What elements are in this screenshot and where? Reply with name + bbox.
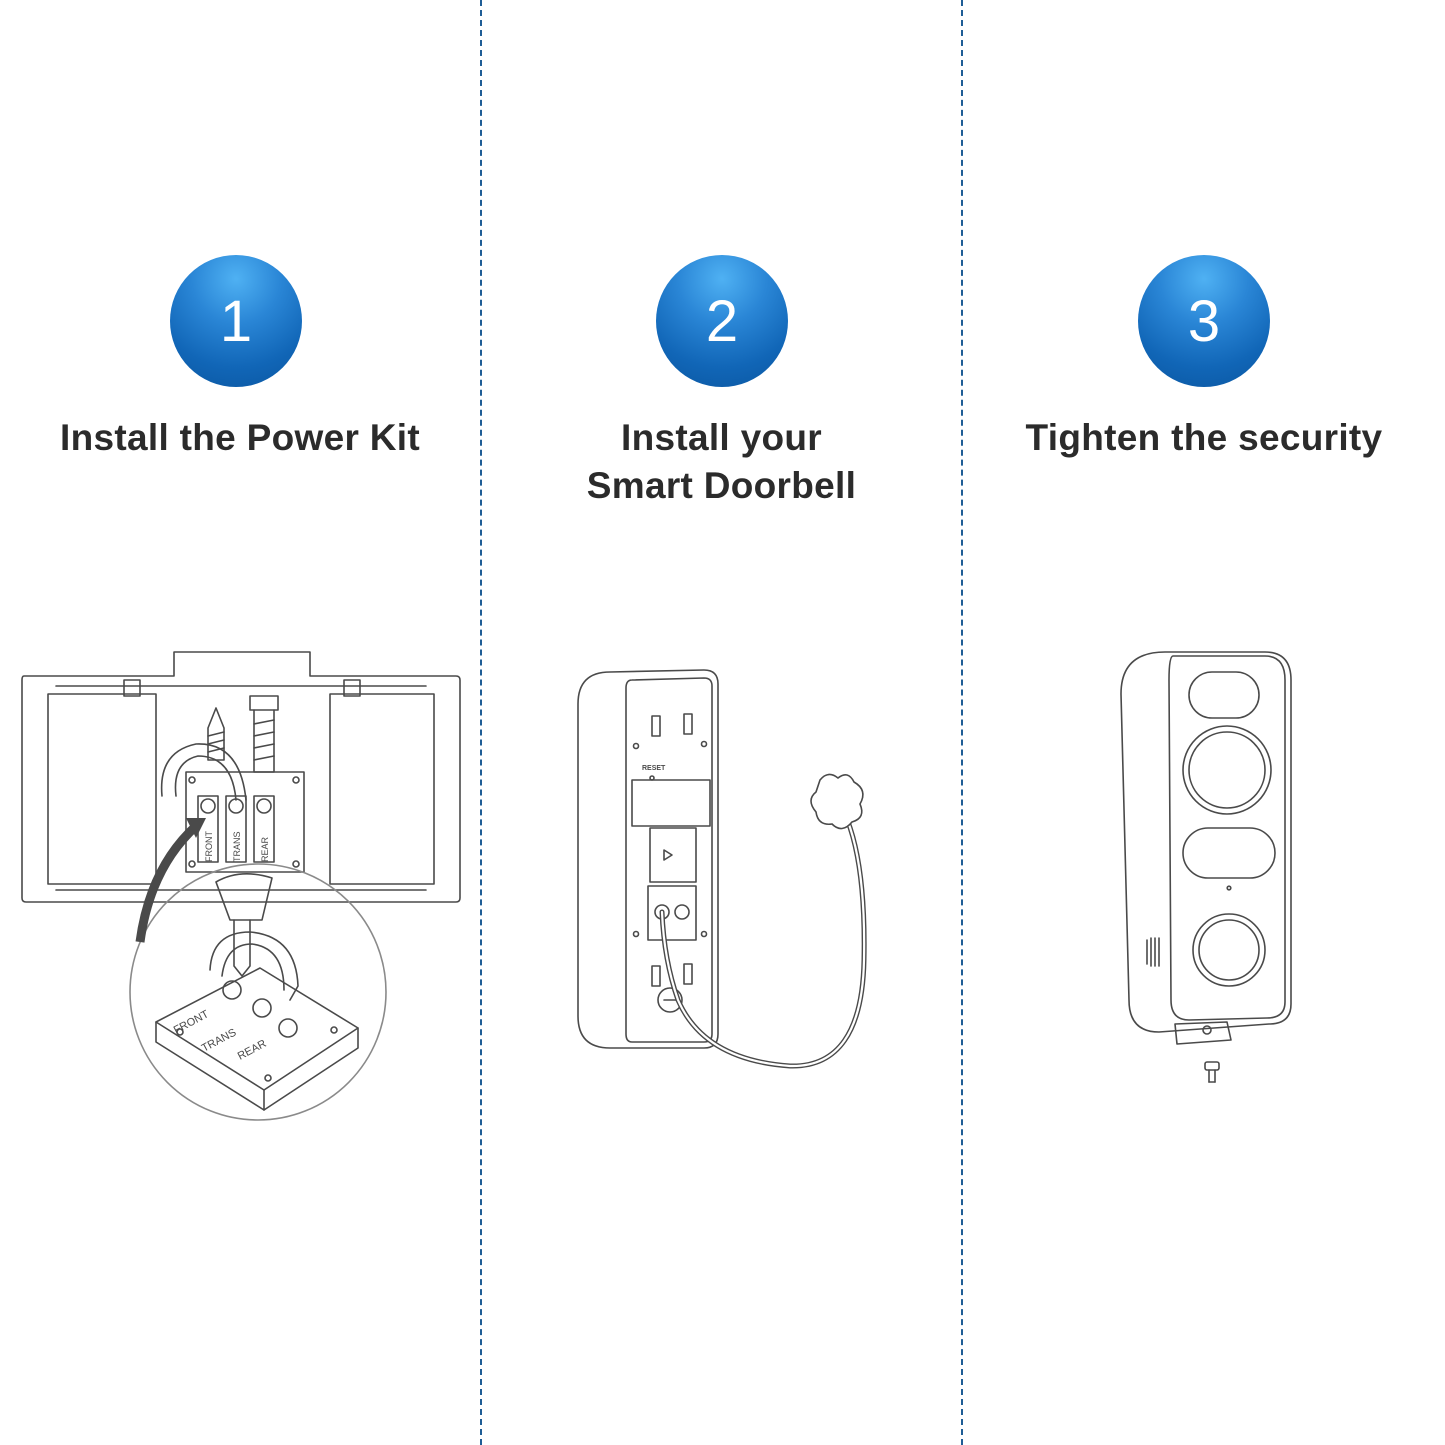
zoom-label-front: FRONT <box>172 1008 211 1037</box>
power-kit-illustration: FRONT TRANS REAR FRONT TRANS REAR <box>21 651 461 1121</box>
step-title: Tighten the security <box>963 414 1445 462</box>
step-number-badge: 1 <box>170 255 302 387</box>
step-title: Install the Power Kit <box>0 414 480 462</box>
step-1: 1 Install the Power Kit <box>0 0 480 1445</box>
zoom-label-trans: TRANS <box>200 1027 239 1055</box>
step-title-line: Tighten the security <box>1025 417 1383 458</box>
reset-label: RESET <box>642 765 666 772</box>
step-number-badge: 2 <box>656 255 788 387</box>
step-3: 3 Tighten the security <box>963 0 1445 1445</box>
step-title-line: Install your <box>621 417 822 458</box>
terminal-label-trans: TRANS <box>232 831 242 862</box>
step-number-badge: 3 <box>1138 255 1270 387</box>
step-2: 2 Install your Smart Doorbell <box>482 0 961 1445</box>
dashed-divider-1 <box>480 0 482 1445</box>
dashed-divider-2 <box>961 0 963 1445</box>
doorbell-back-illustration: RESET <box>577 669 867 1069</box>
step-title: Install your Smart Doorbell <box>482 414 961 510</box>
terminal-label-front: FRONT <box>204 831 214 862</box>
terminal-label-rear: REAR <box>260 836 270 862</box>
step-title-line: Install the Power Kit <box>60 417 420 458</box>
doorbell-front-illustration <box>1120 651 1292 1083</box>
step-title-line: Smart Doorbell <box>586 465 857 506</box>
zoom-label-rear: REAR <box>236 1038 269 1063</box>
